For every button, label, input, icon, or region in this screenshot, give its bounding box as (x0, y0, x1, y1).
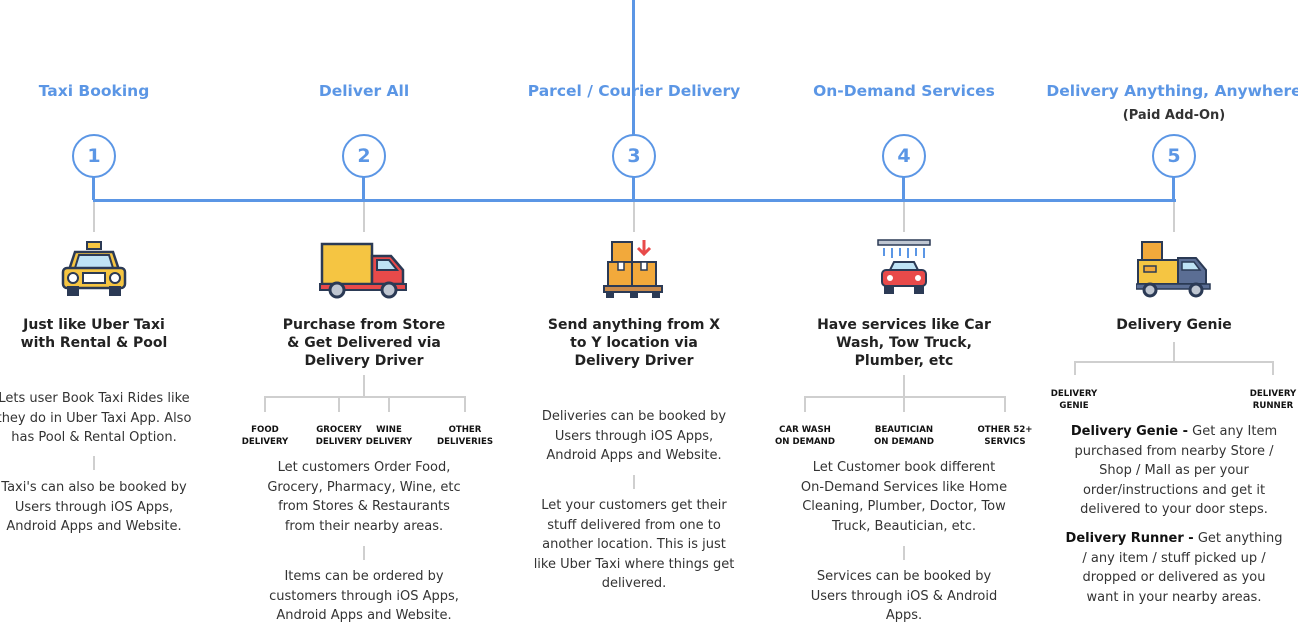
runner-lead: Delivery Runner - (1065, 531, 1194, 546)
column-4-heading: Have services like Car Wash, Tow Truck, … (817, 317, 991, 369)
drop-line-4 (903, 202, 905, 232)
column-3-heading: Send anything from X to Y location via D… (547, 317, 721, 369)
column-2-paragraph-1: Let customers Order Food, Grocery, Pharm… (267, 460, 461, 534)
column-4-cat-tick-2 (903, 396, 905, 412)
genie-lead: Delivery Genie - (1070, 424, 1189, 439)
drop-line-3 (633, 202, 635, 232)
step-3-circle: 3 (612, 134, 656, 178)
car-wash-icon (874, 238, 934, 304)
category-label: GROCERY DELIVERY (315, 425, 363, 447)
column-1-heading: Just like Uber Taxi with Rental & Pool (20, 317, 168, 351)
column-2-divider (363, 546, 365, 560)
category-label: OTHER DELIVERIES (436, 425, 494, 447)
category-label: DELIVERY GENIE (1050, 389, 1098, 411)
runner-body: Get anything / any item / stuff picked u… (1082, 531, 1283, 605)
column-2-cat-tick-1 (264, 396, 266, 412)
category-label: CAR WASH ON DEMAND (774, 425, 836, 447)
column-4-cat-tick-1 (804, 396, 806, 412)
column-5-cat-bar (1074, 361, 1274, 363)
stem-5 (1172, 176, 1175, 200)
stem-1 (92, 176, 95, 200)
column-1-paragraph-1: Lets user Book Taxi Rides like they do i… (0, 391, 192, 445)
drop-line-2 (363, 202, 365, 232)
delivery-truck-icon (319, 240, 409, 304)
column-2-paragraph-2: Items can be ordered by customers throug… (269, 569, 459, 623)
step-1-circle: 1 (72, 134, 116, 178)
column-5-runner-text: Delivery Runner - Get anything / any ite… (1064, 529, 1284, 607)
category-label: OTHER 52+ SERVICS (977, 425, 1033, 447)
column-1-paragraph-2: Taxi's can also be booked by Users throu… (1, 480, 187, 534)
category-label: DELIVERY RUNNER (1249, 389, 1297, 411)
category-label: BEAUTICIAN ON DEMAND (873, 425, 935, 447)
category-label: WINE DELIVERY (365, 425, 413, 447)
column-2-cat-stem (363, 375, 365, 397)
column-3-divider (633, 475, 635, 489)
column-4-paragraph-2: Services can be booked by Users through … (810, 569, 998, 623)
column-2-cat-tick-4 (464, 396, 466, 412)
column-5-cat-tick-2 (1272, 361, 1274, 375)
column-2-title: Deliver All (318, 82, 410, 100)
delivery-genie-truck-icon (1135, 238, 1212, 304)
top-stem-line (632, 0, 635, 136)
genie-body: Get any Item purchased from nearby Store… (1074, 424, 1278, 517)
column-3-title: Parcel / Courier Delivery (527, 82, 741, 100)
parcel-boxes-icon (602, 238, 666, 304)
column-3-paragraph-1: Deliveries can be booked by Users throug… (541, 409, 727, 463)
column-5-heading: Delivery Genie (1116, 317, 1232, 333)
column-3-paragraph-2: Let your customers get their stuff deliv… (533, 498, 735, 591)
step-4-circle: 4 (882, 134, 926, 178)
column-4-divider (903, 546, 905, 560)
column-2-cat-tick-2 (338, 396, 340, 412)
drop-line-1 (93, 202, 95, 232)
column-4-paragraph-1: Let Customer book different On-Demand Se… (800, 460, 1008, 534)
column-5-cat-stem (1173, 342, 1175, 362)
column-2-cat-bar (264, 396, 466, 398)
stem-4 (902, 176, 905, 200)
drop-line-5 (1173, 202, 1175, 232)
stem-2 (362, 176, 365, 200)
column-4-cat-stem (903, 375, 905, 397)
stem-3 (632, 176, 635, 200)
column-5-subtitle: (Paid Add-On) (1122, 108, 1226, 123)
column-4-cat-bar (804, 396, 1006, 398)
horizontal-timeline (93, 199, 1176, 202)
column-2-cat-tick-3 (388, 396, 390, 412)
column-5-genie-text: Delivery Genie - Get any Item purchased … (1064, 422, 1284, 520)
column-5-title: Delivery Anything, Anywhere (1046, 82, 1298, 100)
column-1-title: Taxi Booking (38, 82, 150, 100)
category-label: FOOD DELIVERY (241, 425, 289, 447)
step-2-circle: 2 (342, 134, 386, 178)
step-5-circle: 5 (1152, 134, 1196, 178)
column-5-cat-tick-1 (1074, 361, 1076, 375)
column-1-divider (93, 456, 95, 470)
column-2-heading: Purchase from Store & Get Delivered via … (282, 317, 446, 369)
taxi-icon (59, 240, 129, 304)
column-4-cat-tick-3 (1004, 396, 1006, 412)
column-4-title: On-Demand Services (813, 82, 995, 100)
